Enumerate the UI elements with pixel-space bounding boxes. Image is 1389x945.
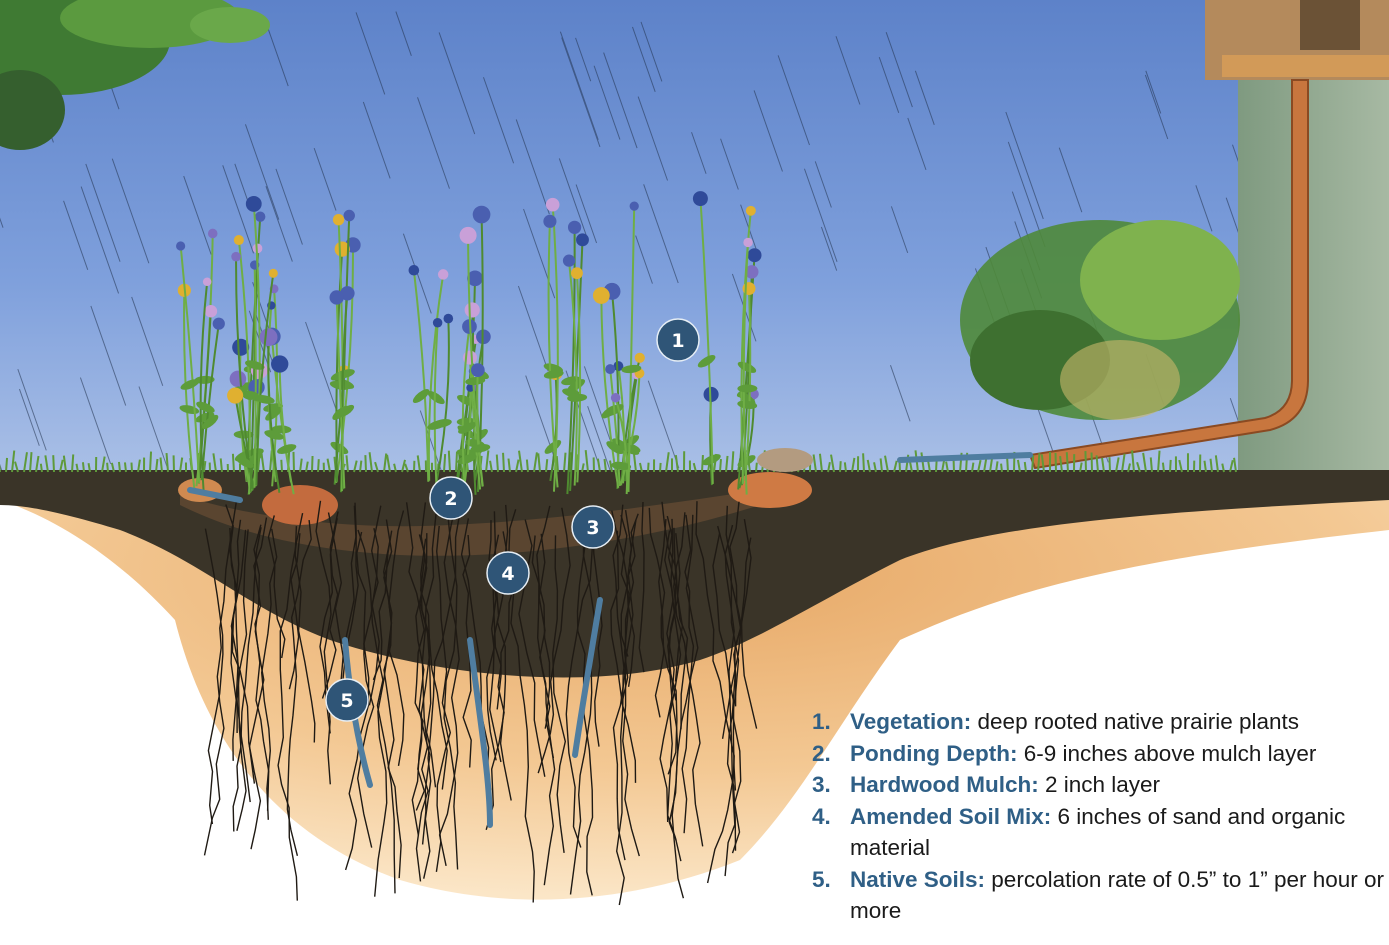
callout-1: 1 <box>657 319 699 361</box>
legend-item-ponding-depth: 2. Ponding Depth: 6-9 inches above mulch… <box>812 738 1389 770</box>
svg-text:5: 5 <box>340 690 353 712</box>
legend-number: 4. <box>812 801 850 833</box>
svg-text:2: 2 <box>444 488 457 510</box>
legend-term: Amended Soil Mix: <box>850 804 1051 829</box>
callout-2: 2 <box>430 477 472 519</box>
legend-number: 1. <box>812 706 850 738</box>
svg-text:3: 3 <box>586 517 599 539</box>
callout-5: 5 <box>326 679 368 721</box>
legend-item-amended-soil-mix: 4. Amended Soil Mix: 6 inches of sand an… <box>812 801 1389 864</box>
callout-4: 4 <box>487 552 529 594</box>
shrub <box>960 220 1240 420</box>
legend-number: 5. <box>812 864 850 896</box>
svg-text:4: 4 <box>501 563 514 585</box>
legend-term: Ponding Depth: <box>850 741 1017 766</box>
legend-item-native-soils: 5. Native Soils: percolation rate of 0.5… <box>812 864 1389 927</box>
legend: 1. Vegetation: deep rooted native prairi… <box>812 706 1389 927</box>
legend-item-hardwood-mulch: 3. Hardwood Mulch: 2 inch layer <box>812 769 1389 801</box>
legend-item-vegetation: 1. Vegetation: deep rooted native prairi… <box>812 706 1389 738</box>
legend-term: Vegetation: <box>850 709 971 734</box>
legend-description: 2 inch layer <box>1039 772 1160 797</box>
legend-description: deep rooted native prairie plants <box>971 709 1299 734</box>
callout-3: 3 <box>572 506 614 548</box>
legend-term: Native Soils: <box>850 867 985 892</box>
legend-number: 3. <box>812 769 850 801</box>
legend-term: Hardwood Mulch: <box>850 772 1039 797</box>
svg-text:1: 1 <box>671 330 684 352</box>
legend-number: 2. <box>812 738 850 770</box>
legend-description: 6-9 inches above mulch layer <box>1017 741 1316 766</box>
